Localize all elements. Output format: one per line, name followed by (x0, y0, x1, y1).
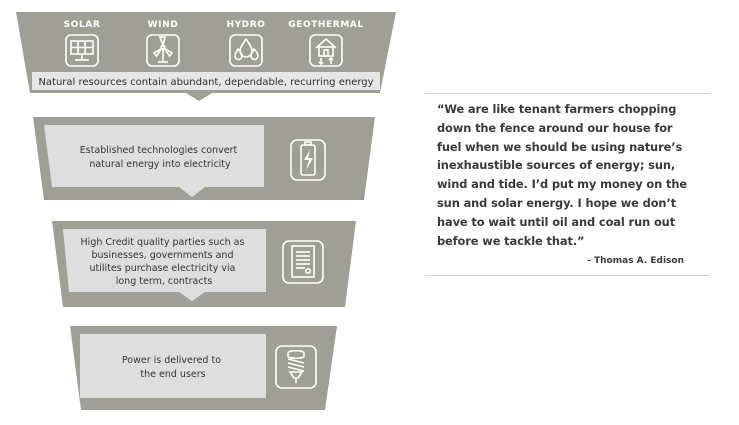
stage-text-purchase-line-4: long term, contracts (116, 276, 213, 287)
battery-icon (290, 139, 326, 181)
source-label-wind: WIND (148, 20, 179, 30)
stage-panel-convert (44, 125, 264, 197)
resources-banner-text: Natural resources contain abundant, depe… (38, 77, 373, 88)
stage-panel-deliver (80, 334, 266, 398)
stage-text-convert-line-2: natural energy into electricity (89, 159, 231, 170)
stage-text-convert-line-1: Established technologies convert (80, 145, 238, 156)
stage-text-purchase-line-1: High Credit quality parties such as (81, 237, 245, 248)
stage-text-deliver-line-2: the end users (140, 369, 205, 380)
source-label-solar: SOLAR (64, 20, 101, 30)
light-bulb-icon (275, 345, 317, 389)
source-label-geothermal: GEOTHERMAL (288, 20, 364, 30)
stage-panel-purchase (63, 229, 266, 301)
stage-text-purchase-line-3: utilites purchase electricity via (90, 263, 236, 274)
geothermal-house-icon (309, 34, 343, 67)
contract-document-icon (282, 240, 324, 284)
source-label-hydro: HYDRO (226, 20, 265, 30)
quote-author: - Thomas A. Edison (587, 256, 684, 266)
solar-panel-icon (65, 34, 99, 67)
stage-text-deliver: Power is delivered to the end users (122, 355, 224, 380)
quote-box: “We are like tenant farmers chopping dow… (425, 93, 710, 276)
quote-text: “We are like tenant farmers chopping dow… (437, 102, 688, 248)
stage-text-convert: Established technologies convert natural… (80, 145, 240, 170)
stage-text-deliver-line-1: Power is delivered to (122, 355, 221, 366)
water-drops-icon (229, 34, 263, 67)
stage-text-purchase: High Credit quality parties such as busi… (81, 237, 248, 287)
resources-banner-bg (32, 72, 380, 90)
wind-turbine-icon (146, 34, 180, 67)
stage-text-purchase-line-2: businesses, governments and (91, 250, 233, 261)
